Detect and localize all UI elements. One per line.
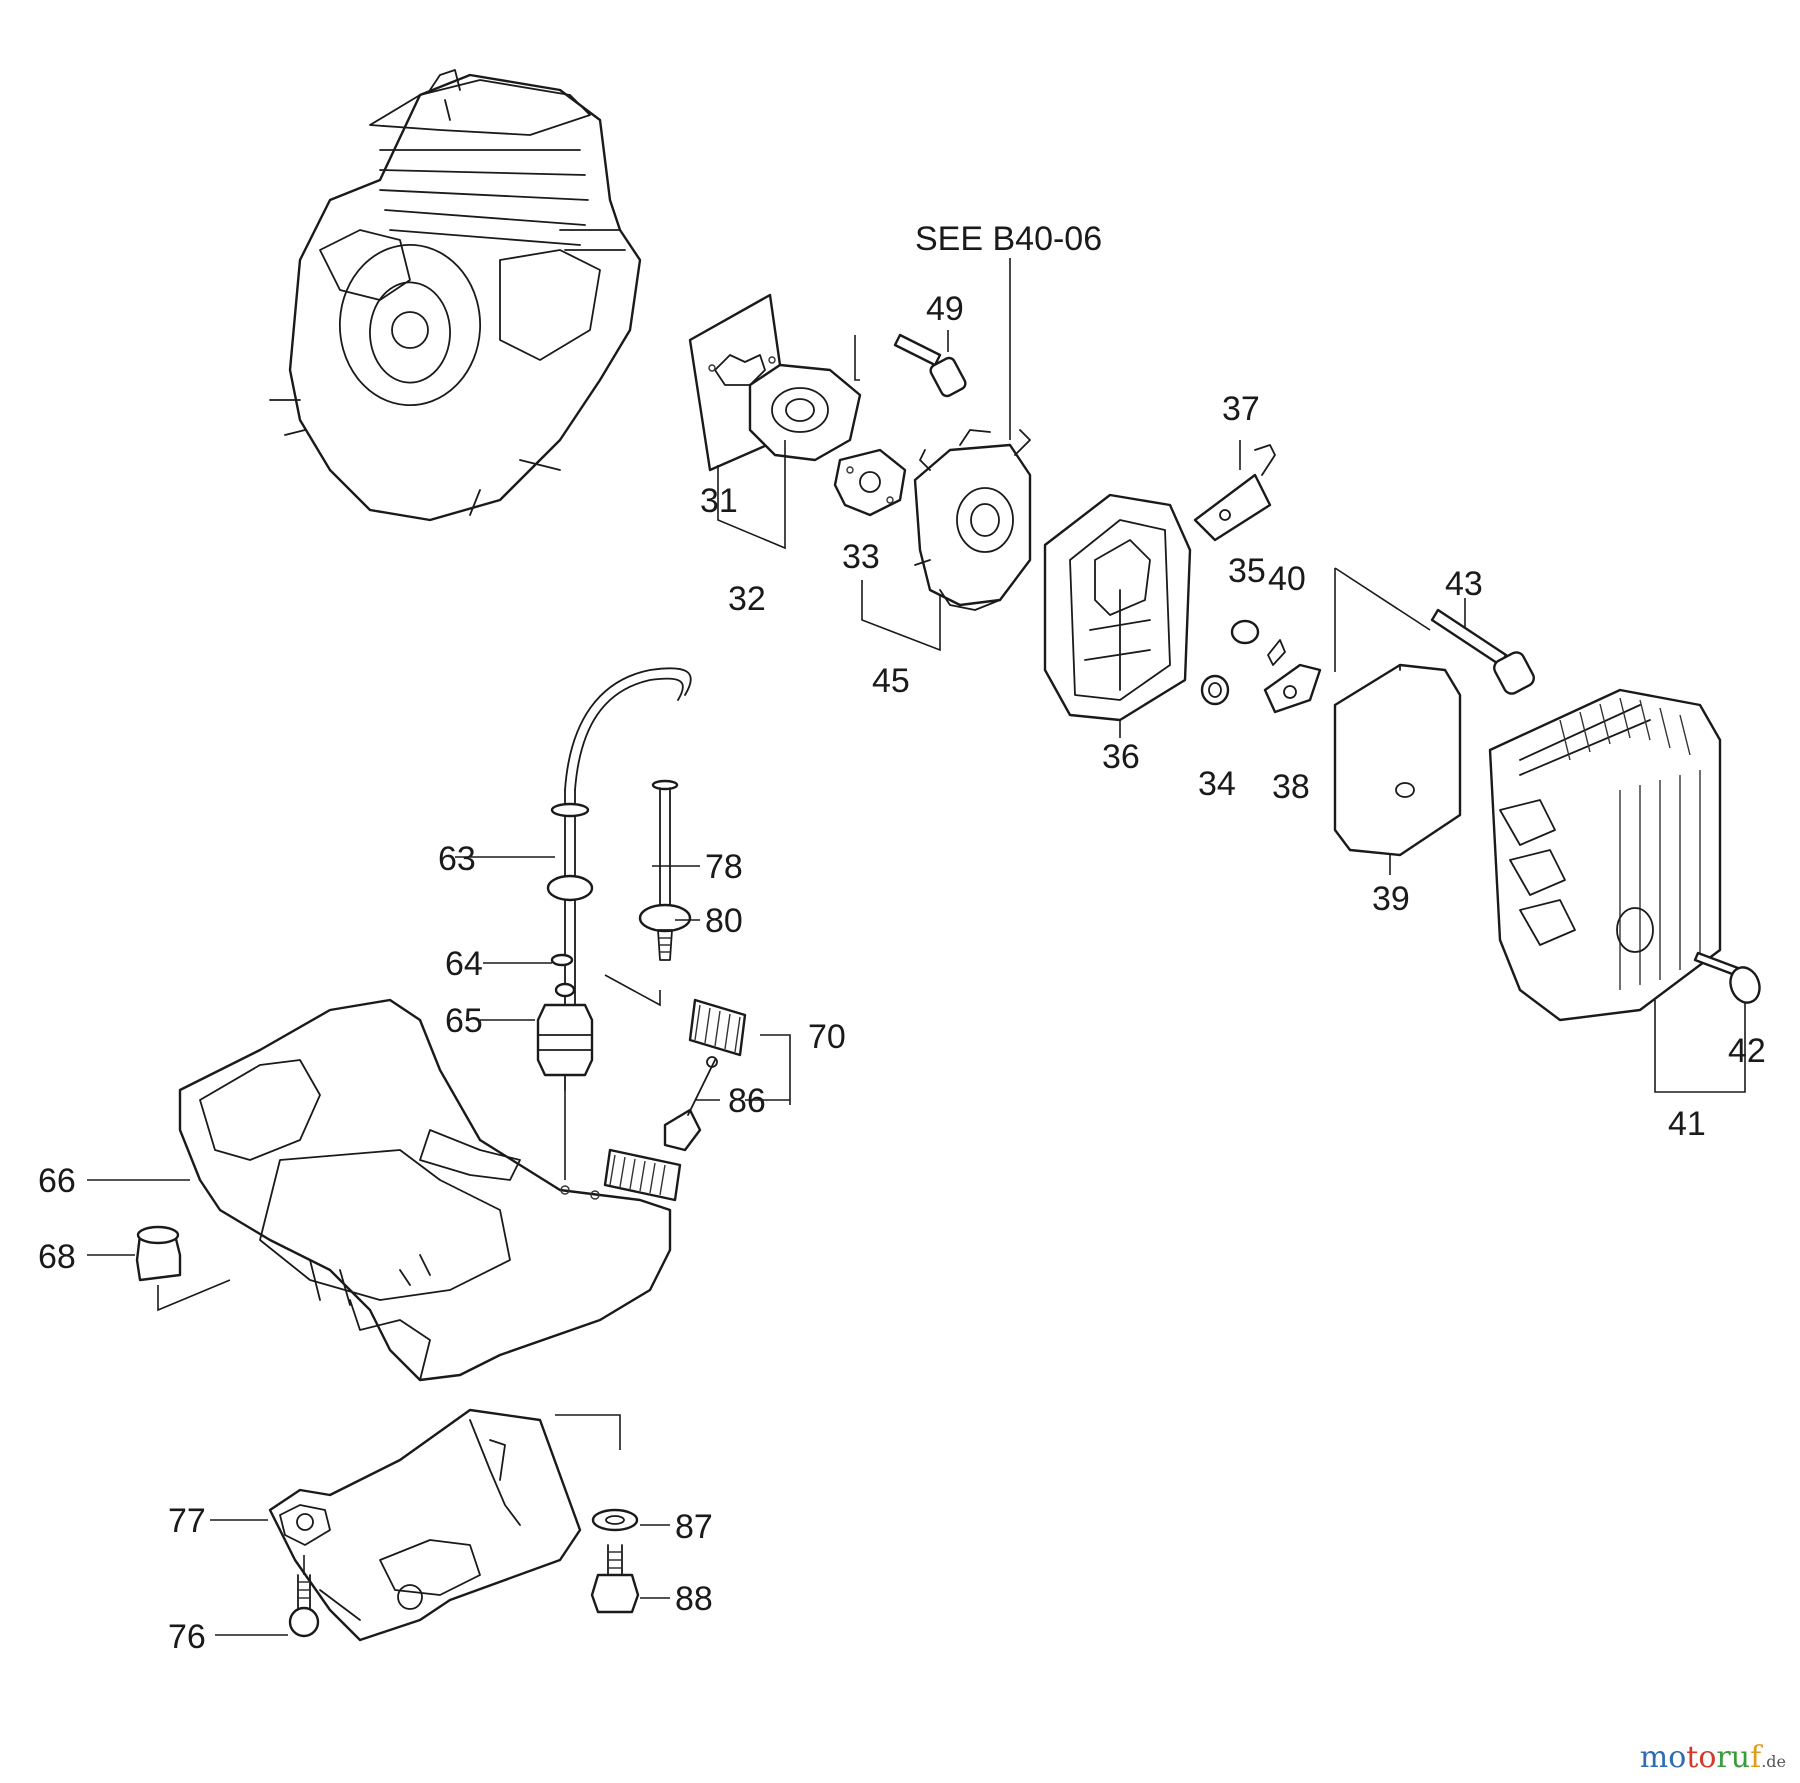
air-cleaner-cover [1488, 688, 1746, 1093]
callout-66: 66 [38, 1162, 76, 1200]
callout-65: 65 [445, 1002, 483, 1040]
callout-38: 38 [1272, 768, 1310, 806]
callout-42: 42 [1728, 1032, 1766, 1070]
callout-45: 45 [872, 662, 910, 700]
choke-plate [1193, 440, 1276, 542]
bolt-43 [1430, 598, 1535, 695]
fuel-filter [536, 982, 594, 1091]
return-tube [638, 779, 692, 961]
watermark-logo: motoruf.de [1640, 1740, 1786, 1775]
callout-86: 86 [728, 1082, 766, 1120]
watermark-suffix: .de [1761, 1752, 1786, 1771]
reference-note: SEE B40-06 [915, 220, 1102, 258]
bolt-76 [288, 1555, 320, 1638]
callout-70: 70 [808, 1018, 846, 1056]
air-filter-element [1333, 663, 1462, 857]
bolt-88 [590, 1544, 640, 1614]
callout-41: 41 [1668, 1105, 1706, 1143]
grommet-34 [1200, 674, 1230, 706]
callout-39: 39 [1372, 880, 1410, 918]
fuel-cap [663, 998, 747, 1152]
callout-76: 76 [168, 1618, 206, 1656]
fuel-hose [546, 667, 692, 1031]
bolt-49 [893, 330, 967, 398]
callout-80: 80 [705, 902, 743, 940]
mount-rubber [135, 1225, 231, 1312]
spring-40 [1267, 639, 1286, 666]
air-cleaner-body [1043, 493, 1192, 722]
callout-33: 33 [842, 538, 880, 576]
callout-34: 34 [1198, 765, 1236, 803]
fuel-tank [178, 998, 682, 1382]
callout-64: 64 [445, 945, 483, 983]
callout-40: 40 [1268, 560, 1306, 598]
carburetor [861, 429, 1032, 652]
callout-35: 35 [1228, 552, 1266, 590]
callout-68: 68 [38, 1238, 76, 1276]
engine-block [269, 69, 642, 522]
choke-lever-38 [1263, 663, 1322, 714]
callout-37: 37 [1222, 390, 1260, 428]
watermark-part1: mo [1639, 1740, 1687, 1775]
screw-42 [1693, 951, 1761, 1004]
watermark-part2: to [1686, 1740, 1717, 1775]
callout-78: 78 [705, 848, 743, 886]
callout-43: 43 [1445, 565, 1483, 603]
callout-88: 88 [675, 1580, 713, 1618]
callout-32: 32 [728, 580, 766, 618]
callout-63: 63 [438, 840, 476, 878]
washer-87 [591, 1508, 639, 1532]
tank-bracket [268, 1408, 621, 1642]
watermark-part3: ru [1716, 1740, 1751, 1775]
callout-36: 36 [1102, 738, 1140, 776]
carburetor-gasket [833, 448, 907, 517]
callout-49: 49 [926, 290, 964, 328]
nut-35 [1230, 619, 1260, 645]
intake-manifold [748, 363, 862, 462]
callout-77: 77 [168, 1502, 206, 1540]
watermark-part4: f [1750, 1740, 1762, 1775]
callout-87: 87 [675, 1508, 713, 1546]
callout-31: 31 [700, 482, 738, 520]
